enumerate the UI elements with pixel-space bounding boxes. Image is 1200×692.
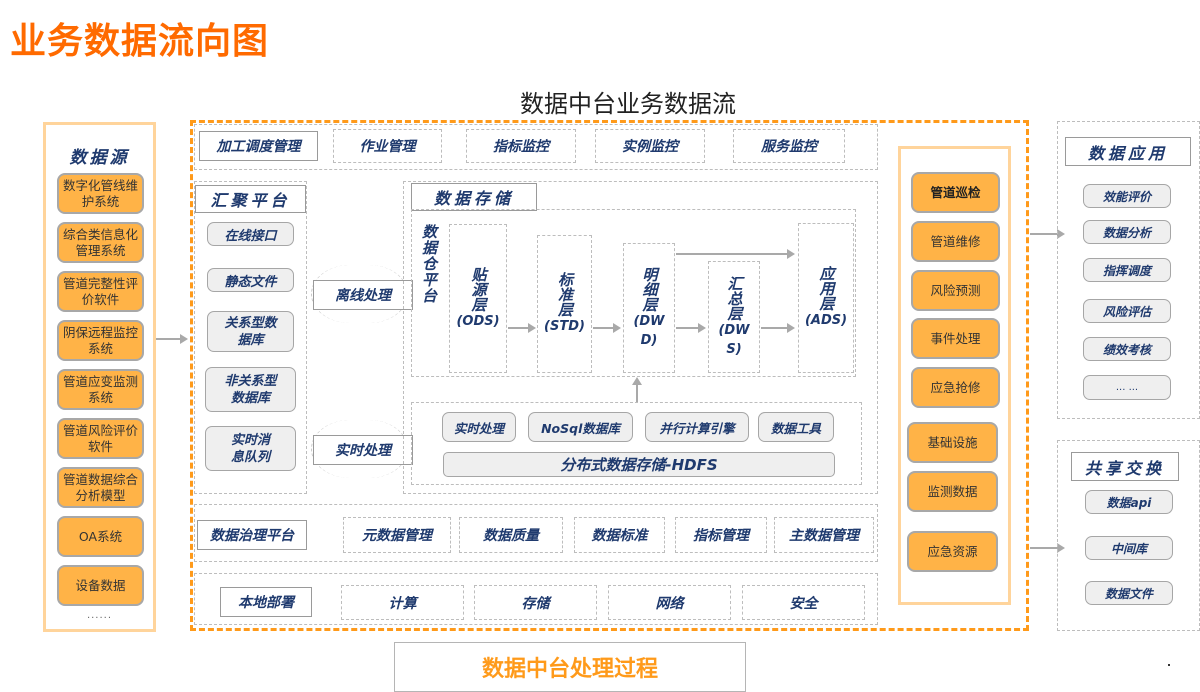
layer-name: 汇总层 <box>725 275 744 321</box>
scheduling-item[interactable]: 服务监控 <box>733 129 845 163</box>
aggregation-item[interactable]: 静态文件 <box>207 268 294 292</box>
source-item[interactable]: 数字化管线维护系统 <box>57 173 144 214</box>
governance-item[interactable]: 数据质量 <box>459 517 563 553</box>
data-source-panel: 数据源 数字化管线维护系统 综合类信息化管理系统 管道完整性评价软件 阴保远程监… <box>43 122 156 632</box>
arrow-ods-to-std <box>508 323 536 333</box>
business-app-item[interactable]: 风险预测 <box>911 270 1000 311</box>
sharing-item[interactable]: 数据api <box>1085 490 1173 514</box>
engine-item[interactable]: 数据工具 <box>758 412 834 442</box>
source-item[interactable]: 阴保远程监控系统 <box>57 320 144 361</box>
layer-dws[interactable]: 汇总层 (DWS) <box>708 261 760 373</box>
data-platform-frame <box>190 120 1029 631</box>
flow-title: 数据中台业务数据流 <box>520 90 736 118</box>
source-item[interactable]: 管道应变监测系统 <box>57 369 144 410</box>
data-storage-panel <box>403 181 878 494</box>
deployment-title: 本地部署 <box>220 587 312 617</box>
arrow-dwd-to-dws <box>676 323 706 333</box>
arrow-source-to-platform <box>156 334 188 344</box>
deployment-row <box>194 573 878 625</box>
governance-item[interactable]: 元数据管理 <box>343 517 451 553</box>
business-app-item[interactable]: 监测数据 <box>907 471 998 512</box>
hdfs-storage[interactable]: 分布式数据存储-HDFS <box>443 452 835 477</box>
source-item[interactable]: 管道完整性评价软件 <box>57 271 144 312</box>
source-item[interactable]: 管道风险评价软件 <box>57 418 144 459</box>
arrow-to-data-application <box>1030 229 1065 239</box>
layer-name: 标准层 <box>556 272 574 317</box>
data-application-title: 数据应用 <box>1065 137 1191 166</box>
governance-item[interactable]: 数据标准 <box>574 517 665 553</box>
offline-processing-label: 离线处理 <box>313 280 413 310</box>
realtime-processing-label: 实时处理 <box>313 435 413 465</box>
source-item[interactable]: OA系统 <box>57 516 144 557</box>
arrow-engines-to-dwd <box>632 377 642 402</box>
data-application-item[interactable]: ... ... <box>1083 375 1171 400</box>
arrow-std-to-dwd <box>593 323 621 333</box>
engine-item[interactable]: 并行计算引擎 <box>645 412 749 442</box>
layer-code: (STD) <box>544 319 585 334</box>
scheduling-item[interactable]: 作业管理 <box>333 129 442 163</box>
layer-dwd[interactable]: 明细层 (DWD) <box>623 243 675 373</box>
deployment-item[interactable]: 存储 <box>474 585 597 620</box>
arrow-dws-to-ads <box>761 323 795 333</box>
governance-item[interactable]: 指标管理 <box>675 517 767 553</box>
governance-title: 数据治理平台 <box>197 520 307 550</box>
source-item[interactable]: 综合类信息化管理系统 <box>57 222 144 263</box>
business-app-item[interactable]: 管道巡检 <box>911 172 1000 213</box>
scheduling-item[interactable]: 指标监控 <box>466 129 576 163</box>
aggregation-item[interactable]: 关系型数据库 <box>207 311 294 352</box>
layer-code: (DWS) <box>718 322 750 357</box>
source-item[interactable]: 设备数据 <box>57 565 144 606</box>
engine-item[interactable]: 实时处理 <box>442 412 516 442</box>
arrow-to-sharing <box>1030 543 1065 553</box>
business-app-item[interactable]: 管道维修 <box>911 221 1000 262</box>
governance-item[interactable]: 主数据管理 <box>774 517 874 553</box>
engines-panel <box>411 402 862 485</box>
business-app-item[interactable]: 事件处理 <box>911 318 1000 359</box>
layer-code: (DWD) <box>633 313 665 348</box>
layer-std[interactable]: 标准层 (STD) <box>537 235 592 373</box>
data-application-item[interactable]: 数据分析 <box>1083 220 1171 244</box>
arrow-dwd-to-ads <box>676 249 795 259</box>
source-more: ...... <box>86 610 113 621</box>
business-app-item[interactable]: 基础设施 <box>907 422 998 463</box>
sharing-item[interactable]: 数据文件 <box>1085 581 1173 605</box>
stray-dot <box>1168 664 1170 666</box>
deployment-item[interactable]: 计算 <box>341 585 464 620</box>
data-application-item[interactable]: 指挥调度 <box>1083 258 1171 282</box>
aggregation-title: 汇聚平台 <box>195 185 306 213</box>
scheduling-title: 加工调度管理 <box>199 131 318 161</box>
scheduling-item[interactable]: 实例监控 <box>595 129 705 163</box>
layer-ods[interactable]: 贴源层 (ODS) <box>449 224 507 373</box>
governance-row <box>194 504 878 562</box>
deployment-item[interactable]: 安全 <box>742 585 865 620</box>
business-app-item[interactable]: 应急抢修 <box>911 367 1000 408</box>
data-storage-title: 数据存储 <box>411 183 537 211</box>
aggregation-item[interactable]: 在线接口 <box>207 222 294 246</box>
engine-item[interactable]: NoSql数据库 <box>528 412 633 442</box>
sharing-item[interactable]: 中间库 <box>1085 536 1173 560</box>
aggregation-panel <box>194 181 307 494</box>
warehouse-label: 数据仓平台 <box>420 224 438 304</box>
sharing-title: 共享交换 <box>1071 452 1179 481</box>
warehouse-panel <box>411 209 856 377</box>
source-item[interactable]: 管道数据综合分析模型 <box>57 467 144 508</box>
layer-name: 应用层 <box>817 266 836 311</box>
layer-name: 贴源层 <box>469 266 488 312</box>
layer-code: (ODS) <box>456 313 500 329</box>
scheduling-row <box>194 124 878 170</box>
data-source-title: 数据源 <box>69 148 130 168</box>
layer-ads[interactable]: 应用层 (ADS) <box>798 223 854 373</box>
layer-name: 明细层 <box>640 266 659 312</box>
aggregation-item[interactable]: 实时消息队列 <box>205 426 296 471</box>
data-application-item[interactable]: 绩效考核 <box>1083 337 1171 361</box>
aggregation-item[interactable]: 非关系型数据库 <box>205 367 296 412</box>
deployment-item[interactable]: 网络 <box>608 585 731 620</box>
data-application-item[interactable]: 效能评价 <box>1083 184 1171 208</box>
data-application-item[interactable]: 风险评估 <box>1083 299 1171 323</box>
bottom-caption: 数据中台处理过程 <box>394 642 746 692</box>
layer-code: (ADS) <box>804 313 848 328</box>
business-app-item[interactable]: 应急资源 <box>907 531 998 572</box>
page-title: 业务数据流向图 <box>10 21 270 62</box>
